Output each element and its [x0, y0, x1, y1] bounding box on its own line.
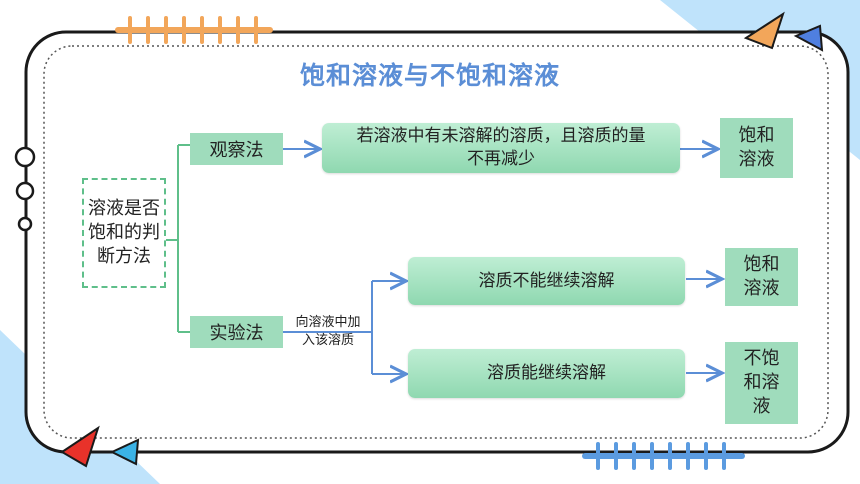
result-experiment-saturated: 饱和 溶液 — [725, 248, 798, 306]
node-can-dissolve: 溶质能继续溶解 — [408, 349, 685, 398]
node-observe-condition: 若溶液中有未溶解的溶质，且溶质的量不再减少 — [322, 123, 680, 173]
root-concept-label: 溶液是否饱和的判断方法 — [88, 198, 160, 267]
triangle-decoration-blue — [793, 24, 824, 52]
inner-dotted-frame — [43, 45, 829, 439]
ring-icon — [17, 216, 33, 232]
result-observe-saturated: 饱和 溶液 — [720, 118, 793, 178]
ring-icon — [15, 181, 35, 201]
triangle-decoration-cyan — [109, 438, 140, 466]
method-experiment-box: 实验法 — [190, 316, 283, 348]
operation-label: 向溶液中加 入该溶质 — [295, 315, 361, 348]
node-can-dissolve-label: 溶质能继续溶解 — [487, 363, 606, 383]
root-concept-box: 溶液是否饱和的判断方法 — [82, 178, 166, 288]
node-cannot-dissolve: 溶质不能继续溶解 — [408, 257, 685, 305]
method-observe-label: 观察法 — [209, 140, 264, 161]
method-observe-box: 观察法 — [190, 133, 283, 165]
result-experiment-unsaturated: 不饱 和溶 液 — [725, 342, 798, 424]
result-observe-saturated-label: 饱和 溶液 — [738, 125, 775, 170]
fence-decoration-bottom — [582, 442, 745, 470]
result-experiment-saturated-label: 饱和 溶液 — [743, 254, 780, 299]
node-cannot-dissolve-label: 溶质不能继续溶解 — [478, 270, 615, 291]
triangle-decoration-red — [60, 425, 100, 468]
slide-title: 饱和溶液与不饱和溶液 — [299, 61, 560, 90]
ring-icon — [14, 146, 36, 168]
triangle-decoration-orange — [743, 11, 785, 50]
fence-decoration-top — [115, 16, 273, 44]
result-experiment-unsaturated-label: 不饱 和溶 液 — [743, 348, 780, 417]
node-observe-condition-label: 若溶液中有未溶解的溶质，且溶质的量不再减少 — [356, 126, 646, 169]
method-experiment-label: 实验法 — [209, 323, 264, 344]
